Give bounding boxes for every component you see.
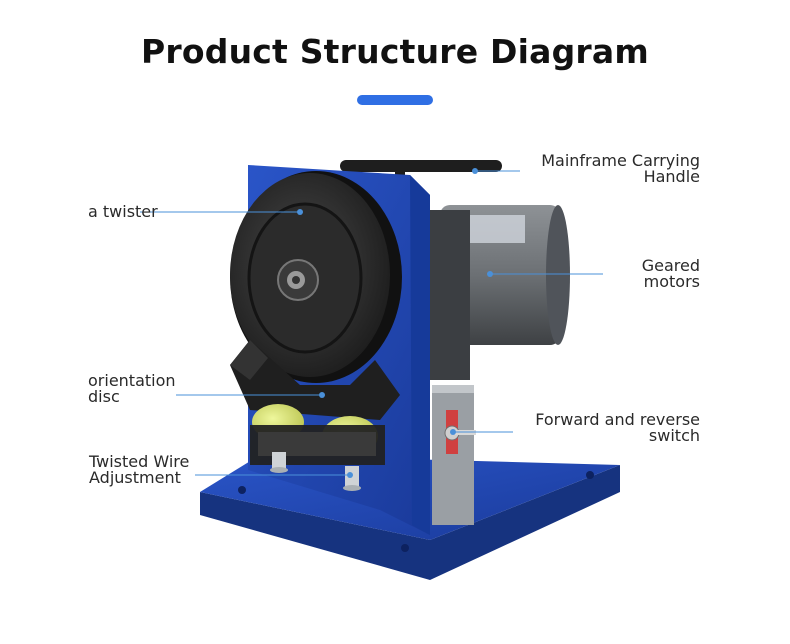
page-title: Product Structure Diagram [141, 32, 649, 71]
leader-lines [140, 168, 603, 478]
geared-motor [430, 205, 570, 380]
label-twister: a twister [88, 202, 158, 221]
label-forward-reverse-switch: Forward and reverse switch [535, 410, 700, 445]
label-orientation-disc: orientation disc [88, 371, 176, 406]
switch-box [432, 385, 476, 525]
title-underline [357, 95, 433, 105]
rollers [250, 404, 385, 465]
label-twisted-wire-adjustment: Twisted Wire Adjustment [89, 452, 190, 487]
label-mainframe-carrying-handle: Mainframe Carrying Handle [541, 151, 700, 186]
twister-wheel [230, 171, 402, 383]
label-geared-motors: Geared motors [641, 256, 700, 291]
orientation-disc [230, 340, 400, 420]
